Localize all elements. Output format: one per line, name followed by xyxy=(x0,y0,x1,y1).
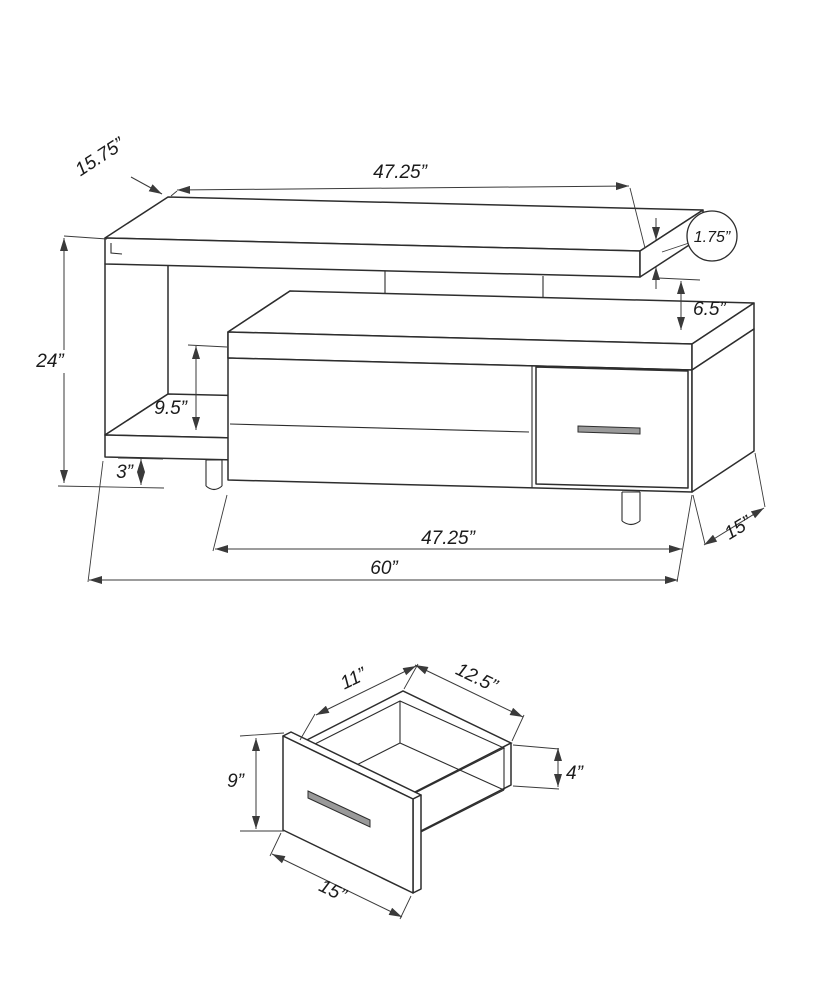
bg-overall-height xyxy=(28,350,72,373)
dim-opening-height-label: 9.5” xyxy=(154,398,188,419)
dim-top-depth-label: 15.75” xyxy=(72,133,130,181)
open-shelf-interior-edge xyxy=(229,423,530,433)
dim-lower-length-label: 47.25” xyxy=(421,528,477,549)
console-base-front xyxy=(104,434,238,461)
drawer-front-side-edge xyxy=(412,794,422,894)
ext-floor xyxy=(57,485,165,489)
ext-gap-top xyxy=(657,277,701,281)
dimline-drawer-front-width xyxy=(271,853,403,918)
drawer-drawing xyxy=(282,690,513,894)
dim-overall-height-label: 24” xyxy=(35,351,65,372)
dim-leg-height-label: 3” xyxy=(116,462,135,483)
dimline-lower-depth xyxy=(703,507,765,546)
dim-top-length-label: 47.25” xyxy=(373,162,429,183)
drawer-floor-front-edge xyxy=(412,789,505,837)
drawer-right-wall xyxy=(406,742,512,839)
console-drawer-handle xyxy=(577,425,641,435)
ext-drawer-front-height xyxy=(239,732,285,832)
dim-drawer-depth-label: 11” xyxy=(337,663,371,694)
dimline-drawer-width xyxy=(414,664,524,718)
dim-thickness-label: 1.75” xyxy=(694,229,731,246)
dim-drawer-width-label: 12.5” xyxy=(452,659,502,698)
console-leg-left xyxy=(205,459,223,491)
drawer-handle xyxy=(307,790,371,828)
bg-overall-length xyxy=(356,556,412,579)
ext-lower-right xyxy=(676,494,693,583)
console-drawing xyxy=(104,196,755,526)
leader-top-depth xyxy=(130,176,163,195)
dimline-top-length xyxy=(176,182,630,194)
console-leg-right xyxy=(621,491,641,526)
ext-leg-top xyxy=(117,457,164,460)
corner-mark xyxy=(110,243,123,255)
dim-overall-length-label: 60” xyxy=(370,558,399,579)
ext-top-length xyxy=(170,187,646,249)
drawer-rim-inner xyxy=(306,700,506,796)
ext-height-top xyxy=(63,235,108,240)
dim-drawer-front-width-label: 15” xyxy=(315,876,350,908)
leader-thickness xyxy=(661,242,690,253)
dimline-drawer-depth xyxy=(315,665,417,716)
dim-shelf-gap-label: 6.5” xyxy=(693,299,727,320)
ext-total-left xyxy=(87,460,104,583)
ext-lower-depth xyxy=(692,452,766,545)
ext-opening-top xyxy=(187,344,228,348)
bg-lower-length xyxy=(412,527,484,548)
dim-drawer-side-height-label: 4” xyxy=(566,763,585,784)
ext-drawer-side-height xyxy=(512,744,560,790)
dim-drawer-front-height-label: 9” xyxy=(227,771,246,792)
lower-body-right-face xyxy=(691,328,755,493)
thickness-callout-circle xyxy=(686,210,738,262)
ext-lower-left xyxy=(212,494,228,552)
ext-drawer-width xyxy=(511,714,525,742)
